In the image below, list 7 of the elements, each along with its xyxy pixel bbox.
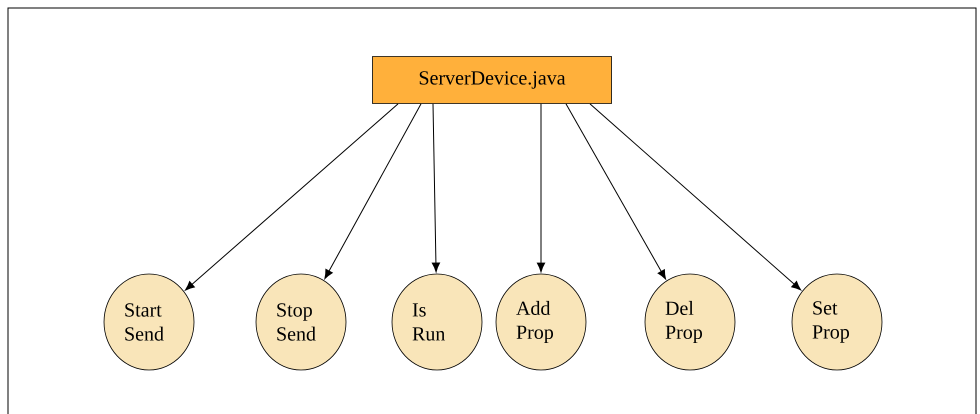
- arrow: [590, 103, 802, 290]
- arrow: [432, 103, 440, 272]
- arrow: [185, 103, 398, 290]
- class-box: ServerDevice.java: [372, 56, 612, 104]
- arrow: [324, 103, 422, 280]
- arrow: [536, 103, 546, 272]
- arrow: [566, 103, 666, 280]
